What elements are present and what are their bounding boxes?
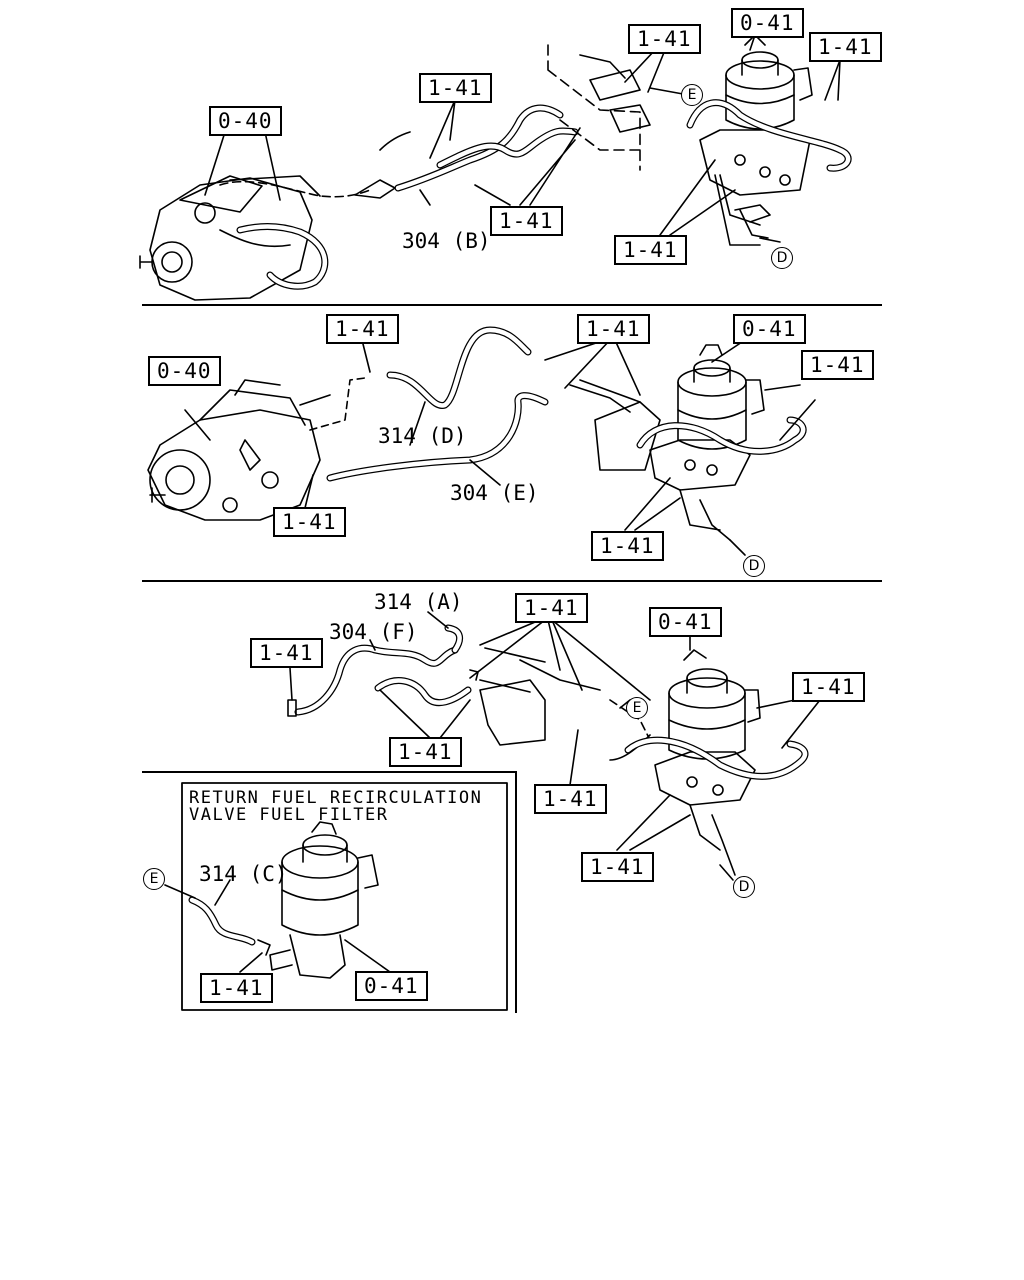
ref-0-41-inset: 0-41 xyxy=(355,971,428,1001)
ref-1-41-p1-c: 1-41 xyxy=(809,32,882,62)
fuel-filter-3 xyxy=(654,649,761,806)
panel-1-art xyxy=(139,34,852,301)
ref-1-41-p1-a: 1-41 xyxy=(419,73,492,103)
ref-1-41-p3-b: 1-41 xyxy=(515,593,588,623)
hose-label-304-b: 304 (B) xyxy=(402,229,491,253)
hose-304-b-art xyxy=(236,223,329,290)
panel-divider-1 xyxy=(142,304,882,306)
hose-label-314-a: 314 (A) xyxy=(374,590,463,614)
ref-1-41-inset: 1-41 xyxy=(200,973,273,1003)
connector-e-p3: E xyxy=(626,697,648,719)
ref-1-41-p2-b: 1-41 xyxy=(273,507,346,537)
connector-d-p2: D xyxy=(743,555,765,577)
panel-divider-2 xyxy=(142,580,882,582)
ref-1-41-p1-b: 1-41 xyxy=(628,24,701,54)
connector-e-p1: E xyxy=(681,84,703,106)
ref-1-41-p2-c: 1-41 xyxy=(577,314,650,344)
fuel-filter-inset xyxy=(269,821,379,979)
hose-label-314-d: 314 (D) xyxy=(378,424,467,448)
ref-0-40-p1: 0-40 xyxy=(209,106,282,136)
fuel-filter-2 xyxy=(649,344,765,491)
ref-1-41-p3-e: 1-41 xyxy=(534,784,607,814)
ref-0-41-p1: 0-41 xyxy=(731,8,804,38)
ref-0-41-p3: 0-41 xyxy=(649,607,722,637)
panel-divider-3 xyxy=(142,771,516,773)
leaders-panel-2 xyxy=(184,339,816,556)
hose-label-304-e: 304 (E) xyxy=(450,481,539,505)
hose-label-304-f: 304 (F) xyxy=(329,620,418,644)
inset-title-line-1: RETURN FUEL RECIRCULATION xyxy=(189,788,483,808)
ref-1-41-p3-c: 1-41 xyxy=(792,672,865,702)
ref-1-41-p3-f: 1-41 xyxy=(581,852,654,882)
panel-3-art xyxy=(287,624,809,876)
ref-1-41-p1-d: 1-41 xyxy=(490,206,563,236)
injection-pump-2 xyxy=(147,379,331,521)
inset-title-line-2: VALVE FUEL FILTER xyxy=(189,805,389,825)
connector-d-p3: D xyxy=(733,876,755,898)
ref-0-40-p2: 0-40 xyxy=(148,356,221,386)
fuel-filter-1 xyxy=(699,34,813,226)
injection-pump-1 xyxy=(139,175,321,301)
ref-1-41-p2-d: 1-41 xyxy=(801,350,874,380)
ref-1-41-p2-a: 1-41 xyxy=(326,314,399,344)
ref-1-41-p1-e: 1-41 xyxy=(614,235,687,265)
hose-label-314-c: 314 (C) xyxy=(199,862,288,886)
inset-right-border xyxy=(515,771,517,1013)
connector-e-inset: E xyxy=(143,868,165,890)
ref-1-41-p3-a: 1-41 xyxy=(250,638,323,668)
leaders-panel-3 xyxy=(289,611,821,881)
ref-1-41-p2-e: 1-41 xyxy=(591,531,664,561)
inset-art xyxy=(164,782,508,1011)
panel-2-art xyxy=(147,326,807,541)
ref-0-41-p2: 0-41 xyxy=(733,314,806,344)
ref-1-41-p3-d: 1-41 xyxy=(389,737,462,767)
connector-d-p1: D xyxy=(771,247,793,269)
